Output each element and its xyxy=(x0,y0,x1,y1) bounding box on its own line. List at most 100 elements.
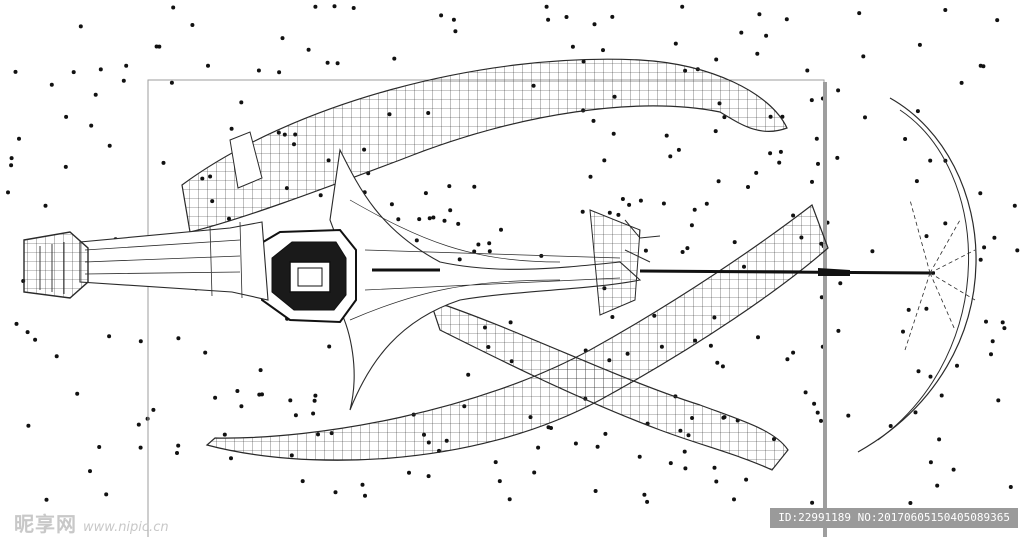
star-dot xyxy=(161,160,166,165)
star-dot xyxy=(453,29,458,34)
star-dot xyxy=(64,114,69,119)
star-dot xyxy=(616,212,621,217)
star-dot xyxy=(190,23,195,27)
star-dot xyxy=(888,424,893,428)
star-dot xyxy=(992,235,997,240)
star-dot xyxy=(906,307,911,312)
star-dot xyxy=(239,404,244,409)
star-dot xyxy=(810,179,814,184)
star-dot xyxy=(1008,485,1013,489)
star-dot xyxy=(916,369,921,374)
star-dot xyxy=(676,147,681,152)
star-dot xyxy=(805,68,810,73)
star-dot xyxy=(396,217,401,222)
star-dot xyxy=(680,4,685,9)
star-dot xyxy=(229,126,234,131)
star-dot xyxy=(277,70,282,75)
star-dot xyxy=(300,479,305,484)
star-dot xyxy=(620,197,625,201)
star-dot xyxy=(708,343,713,348)
star-dot xyxy=(1015,248,1020,253)
star-dot xyxy=(683,466,688,471)
star-dot xyxy=(476,242,481,247)
star-dot xyxy=(939,393,944,398)
star-dot xyxy=(564,15,569,19)
star-dot xyxy=(54,354,59,359)
star-dot xyxy=(222,432,227,437)
star-dot xyxy=(846,413,851,418)
star-dot xyxy=(175,451,179,455)
star-dot xyxy=(732,240,737,245)
star-dot xyxy=(239,100,244,105)
star-dot xyxy=(978,191,983,196)
star-dot xyxy=(293,413,298,418)
star-dot xyxy=(546,17,551,22)
star-dot xyxy=(610,14,615,19)
star-dot xyxy=(768,151,773,156)
star-dot xyxy=(335,61,340,66)
star-dot xyxy=(603,431,608,436)
star-dot xyxy=(610,315,615,319)
ship-neck xyxy=(23,221,269,301)
star-dot xyxy=(870,249,875,254)
star-dot xyxy=(689,223,694,228)
upper-arm xyxy=(181,58,788,233)
star-dot xyxy=(627,202,632,207)
star-dot xyxy=(258,368,263,373)
star-dot xyxy=(943,221,948,226)
star-dot xyxy=(573,441,578,446)
star-dot xyxy=(43,203,48,208)
star-dot xyxy=(487,249,492,254)
star-dot xyxy=(978,63,983,68)
star-dot xyxy=(809,98,814,103)
weapon-beam xyxy=(372,219,936,276)
star-dot xyxy=(235,389,240,393)
star-dot xyxy=(803,390,808,395)
star-dot xyxy=(169,80,174,85)
star-dot xyxy=(107,334,112,339)
star-dot xyxy=(924,234,929,239)
star-dot xyxy=(466,372,471,377)
star-dot xyxy=(313,4,318,9)
star-dot xyxy=(71,70,76,75)
star-dot xyxy=(392,56,397,61)
star-dot xyxy=(306,47,311,52)
star-dot xyxy=(14,321,19,326)
star-dot xyxy=(89,123,94,128)
star-dot xyxy=(25,330,30,335)
star-dot xyxy=(98,67,103,72)
star-dot xyxy=(93,92,98,97)
star-dot xyxy=(333,490,338,495)
star-dot xyxy=(456,221,461,226)
star-dot xyxy=(176,443,181,448)
star-dot xyxy=(996,398,1001,403)
star-dot xyxy=(1000,320,1005,325)
star-dot xyxy=(136,422,141,427)
star-dot xyxy=(423,191,428,196)
star-dot xyxy=(928,158,933,163)
star-dot xyxy=(447,184,452,189)
star-dot xyxy=(121,78,126,83)
star-dot xyxy=(959,80,964,85)
star-dot xyxy=(857,11,862,16)
star-dot xyxy=(138,445,143,450)
star-dot xyxy=(757,12,762,17)
star-dot xyxy=(995,18,1000,23)
star-dot xyxy=(539,253,544,258)
lower-arm xyxy=(205,204,829,461)
star-dot xyxy=(332,4,337,9)
star-dot xyxy=(351,6,356,10)
star-dot xyxy=(431,215,436,220)
star-dot xyxy=(645,499,650,504)
star-dot xyxy=(591,118,596,123)
cockpit-module xyxy=(256,228,357,324)
star-dot xyxy=(312,398,317,403)
star-dot xyxy=(78,24,83,29)
star-dot xyxy=(104,492,109,497)
ship-body xyxy=(329,148,642,411)
star-dot xyxy=(989,352,993,357)
star-dot xyxy=(33,337,38,342)
star-dot xyxy=(928,460,933,465)
star-dot xyxy=(990,339,995,344)
star-dot xyxy=(588,174,593,179)
